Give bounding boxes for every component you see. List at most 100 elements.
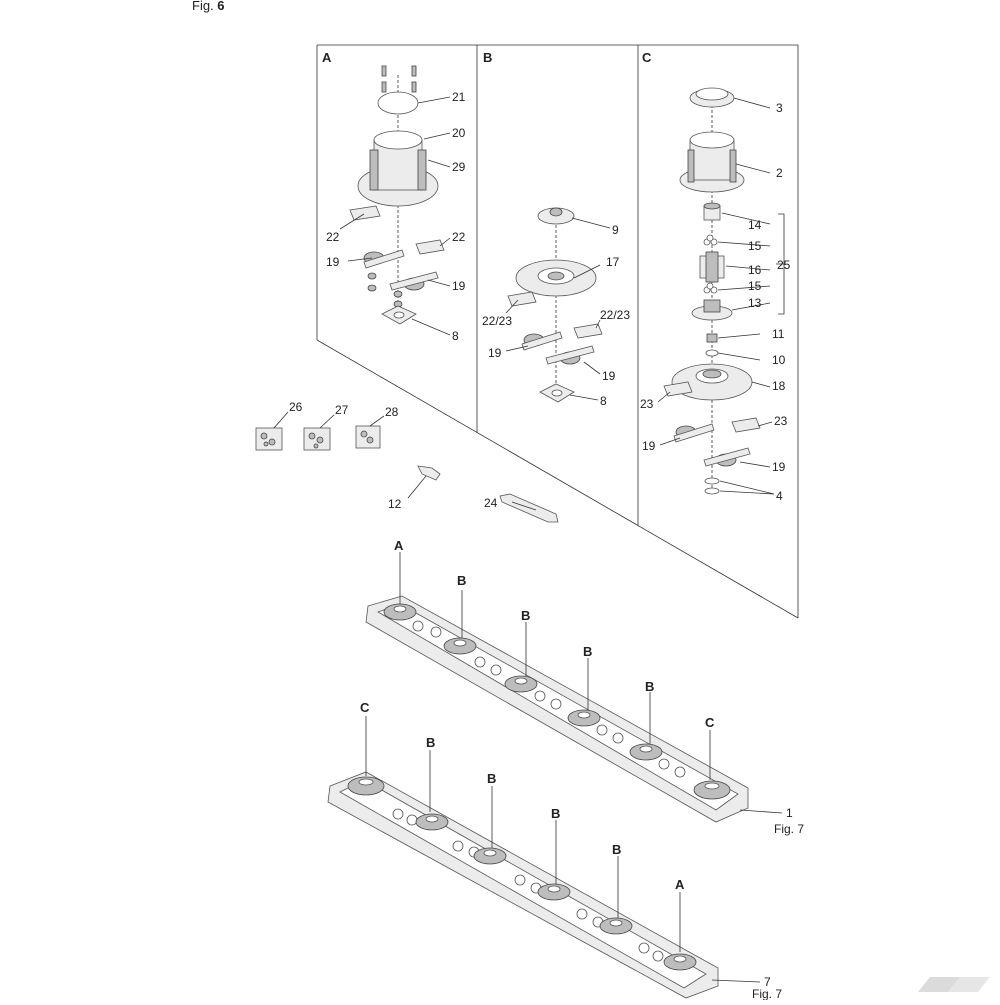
- flange-13: [691, 299, 733, 321]
- leaders-c: [657, 97, 785, 495]
- station-label-7-4: B: [551, 806, 560, 821]
- fig-ref-1: Fig. 7: [774, 822, 804, 836]
- washer-4-lower: [704, 487, 720, 495]
- cutter-bar-1: [365, 595, 749, 823]
- assembly-b: [507, 207, 603, 403]
- callout-16: 16: [748, 263, 762, 277]
- blade-holder-19-c-upper: [673, 423, 715, 443]
- panel-frame: [316, 44, 799, 619]
- housing-2: [679, 131, 745, 193]
- blade-holder-19-b-upper: [521, 331, 563, 351]
- callout-13: 13: [748, 296, 762, 310]
- station-label-1-1: A: [394, 538, 404, 553]
- kit-27: [303, 427, 331, 451]
- leaders-a: [339, 96, 451, 336]
- blade-22-left: [349, 205, 381, 221]
- loose-parts: [255, 411, 559, 523]
- figure-title: Fig. 6: [192, 0, 225, 13]
- callout-18: 18: [772, 379, 786, 393]
- callout-24: 24: [484, 496, 498, 510]
- blade-22-23-right: [573, 323, 603, 339]
- callout-25: 25: [777, 258, 791, 272]
- callout-22-right: 22: [452, 230, 466, 244]
- station-label-7-5: B: [612, 842, 621, 857]
- yoke-14: [703, 202, 721, 221]
- callout-8-a: 8: [452, 329, 459, 343]
- callout-17: 17: [606, 255, 620, 269]
- callout-26: 26: [289, 400, 303, 414]
- callout-8-b: 8: [600, 394, 607, 408]
- bolt-set-a: [381, 65, 417, 93]
- callout-11: 11: [772, 327, 785, 341]
- callout-19-c-right: 19: [772, 460, 786, 474]
- callout-15-lower: 15: [748, 279, 762, 293]
- bar-1-pointers: [399, 552, 783, 814]
- blade-holder-19-b-lower: [545, 345, 595, 365]
- washer-15-lower: [703, 282, 718, 294]
- cross-16: [699, 251, 725, 283]
- callout-10: 10: [772, 353, 786, 367]
- callout-22-23-left: 22/23: [482, 314, 512, 328]
- callout-1: 1: [786, 806, 793, 820]
- blade-23-left: [663, 381, 693, 397]
- leaders-b: [505, 217, 611, 401]
- callout-27: 27: [335, 403, 349, 417]
- bar-1-stations: [383, 603, 731, 800]
- nut-11: [706, 333, 718, 343]
- station-label-1-4: B: [583, 644, 592, 659]
- callout-23-left: 23: [640, 397, 654, 411]
- section-label-b: B: [483, 50, 492, 65]
- callout-22-23-right: 22/23: [600, 308, 630, 322]
- callout-21: 21: [452, 90, 466, 104]
- bar-7-stations: [347, 776, 697, 971]
- callout-12: 12: [388, 497, 402, 511]
- assembly-c: [663, 87, 761, 495]
- callout-19-b-right: 19: [602, 369, 616, 383]
- bar-7-pointers: [365, 716, 761, 983]
- housing-20: [357, 130, 439, 207]
- callout-3: 3: [776, 101, 783, 115]
- blade-23-right: [731, 417, 761, 433]
- cutter-bar-7: [327, 771, 719, 999]
- station-label-1-5: B: [645, 679, 654, 694]
- kit-26: [255, 427, 283, 451]
- bearing-housing-17: [515, 259, 597, 297]
- blade-22-23-left: [507, 291, 537, 307]
- section-label-a: A: [322, 50, 332, 65]
- station-label-1-3: B: [521, 608, 530, 623]
- kit-28: [355, 425, 381, 449]
- fig-ref-7: Fig. 7: [752, 987, 782, 1000]
- bearing-housing-18: [671, 363, 753, 401]
- callout-14: 14: [748, 218, 762, 232]
- station-label-7-1: C: [360, 700, 370, 715]
- callout-9: 9: [612, 223, 619, 237]
- clip-12: [417, 465, 441, 481]
- callout-19-b-left: 19: [488, 346, 502, 360]
- station-label-7-2: B: [426, 735, 435, 750]
- callout-19-left: 19: [326, 255, 340, 269]
- callout-19-c-left: 19: [642, 439, 656, 453]
- figure-prefix: Fig.: [192, 0, 214, 13]
- station-label-7-6: A: [675, 877, 685, 892]
- washer-15-upper: [703, 234, 718, 246]
- washer-4-upper: [704, 477, 720, 485]
- callout-2: 2: [776, 166, 783, 180]
- station-label-1-6: C: [705, 715, 715, 730]
- ring-3: [689, 87, 735, 108]
- blade-holder-19-upper: [363, 249, 405, 269]
- station-label-7-3: B: [487, 771, 496, 786]
- gasket-21: [377, 91, 419, 115]
- callout-23-right: 23: [774, 414, 788, 428]
- kramp-logo-icon: [918, 977, 990, 992]
- callout-20: 20: [452, 126, 466, 140]
- station-label-1-2: B: [457, 573, 466, 588]
- blade-holder-19-lower: [389, 271, 439, 291]
- callout-15-upper: 15: [748, 239, 762, 253]
- callout-22-left: 22: [326, 230, 340, 244]
- blade-holder-19-c-lower: [703, 447, 751, 467]
- section-label-c: C: [642, 50, 652, 65]
- hub-9: [537, 207, 575, 225]
- callout-19-right: 19: [452, 279, 466, 293]
